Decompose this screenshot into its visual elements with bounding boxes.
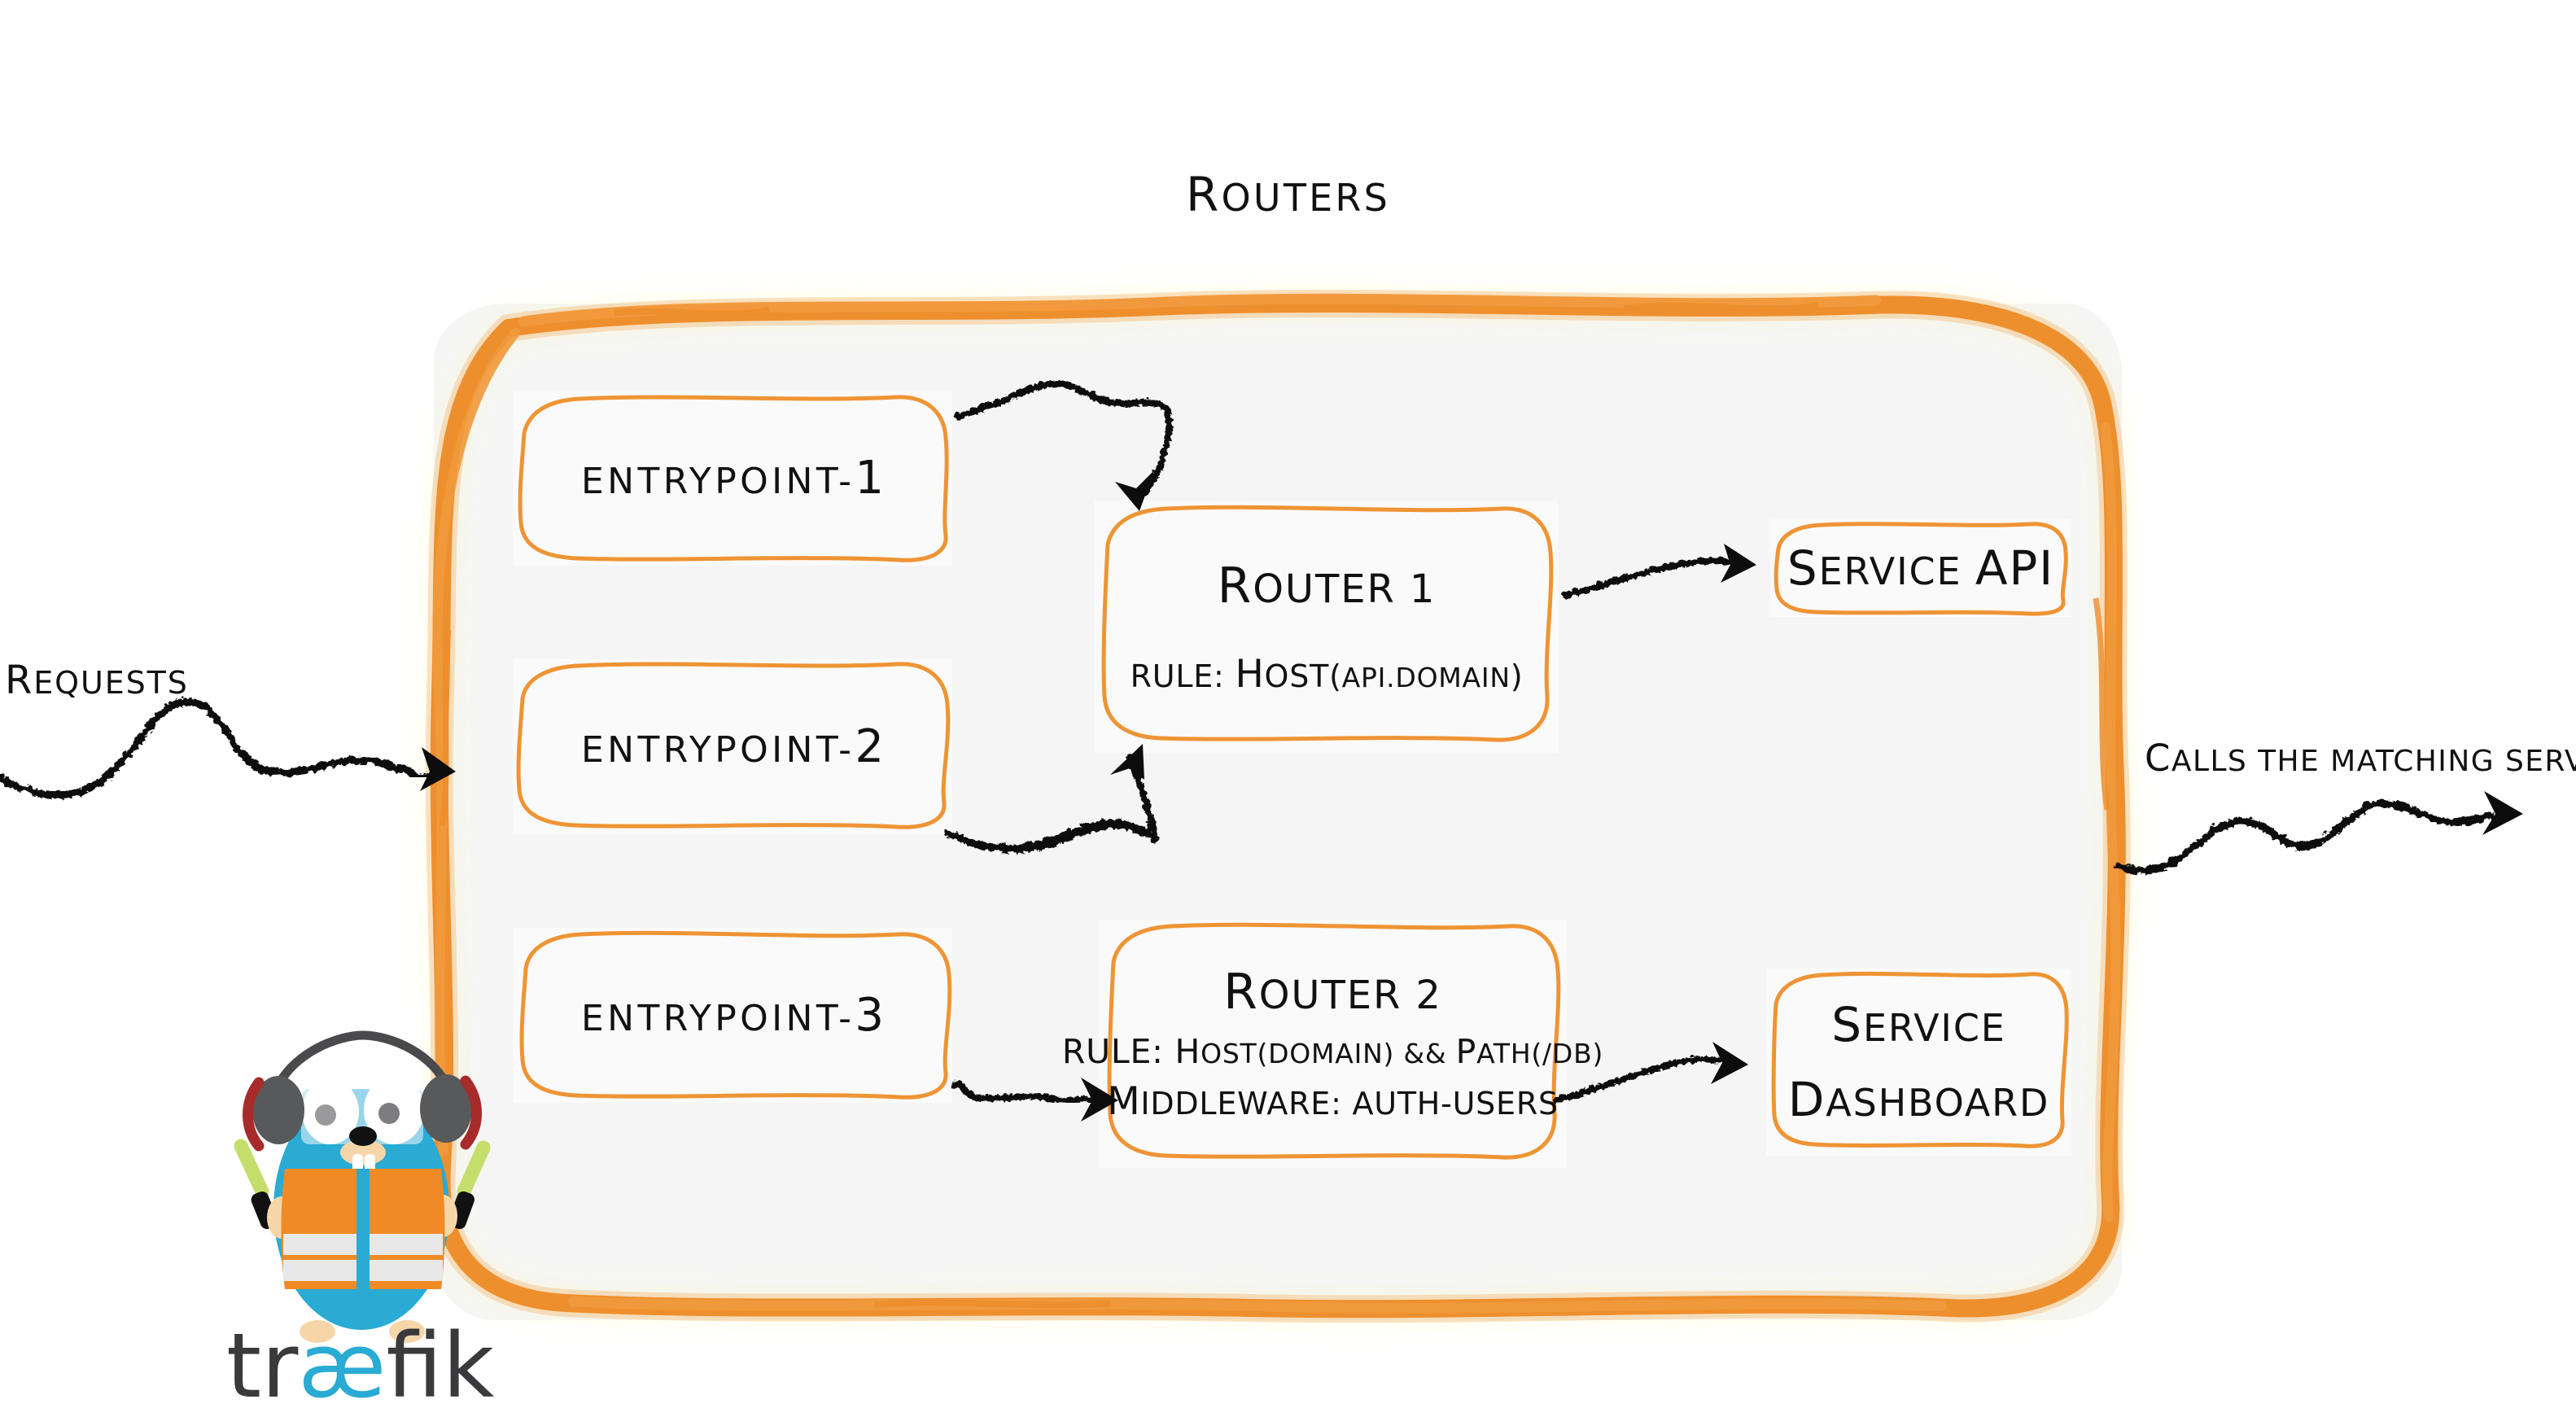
service-api-border <box>1773 522 2068 616</box>
traefik-logo: træfik <box>226 1030 495 1408</box>
requests-label: Requests <box>5 658 189 703</box>
marshalling-wand-right <box>457 1140 491 1199</box>
vest-opening <box>356 1169 370 1289</box>
entrypoint-3-border <box>519 930 952 1100</box>
page-title: Routers <box>0 167 2576 222</box>
headphone-cup-left <box>252 1076 304 1144</box>
wordmark-part-1: tr <box>226 1314 299 1408</box>
router-2-card[interactable]: Router 2 RULE: Host(domain) && Path(/db)… <box>1062 920 1603 1168</box>
page-title-initial: R <box>1185 167 1222 222</box>
safety-vest-right <box>370 1169 445 1289</box>
service-dashboard-card[interactable]: Service Dashboard <box>1766 969 2071 1156</box>
service-dashboard-border <box>1771 971 2069 1148</box>
router-1-border <box>1101 505 1554 742</box>
entrypoint-2-card[interactable]: entrypoint-2 <box>513 659 952 834</box>
calls-the-matching-server-label: Calls the matching server <box>2145 737 2576 780</box>
traefik-wordmark: træfik <box>226 1314 495 1408</box>
gopher-nose <box>349 1126 377 1146</box>
gopher-foot-right <box>389 1320 425 1343</box>
gopher-pupil-left <box>315 1104 336 1126</box>
gopher-foot-left <box>300 1320 335 1343</box>
entrypoint-3-card[interactable]: entrypoint-3 <box>513 928 952 1103</box>
headphone-cup-right <box>420 1074 472 1143</box>
arrow-requests-to-container <box>0 696 456 798</box>
entrypoint-2-border <box>516 662 951 829</box>
entrypoint-1-card[interactable]: entrypoint-1 <box>513 391 952 566</box>
headphone-accent-left <box>243 1077 265 1152</box>
headphone-band <box>269 1030 456 1100</box>
safety-vest-left <box>281 1169 356 1289</box>
marshalling-wand-left <box>234 1139 269 1199</box>
wordmark-ae: æ <box>298 1314 386 1408</box>
arrow-container-to-server <box>2112 791 2523 873</box>
gopher-pupil-right <box>378 1103 400 1124</box>
page-title-rest: outers <box>1221 176 1391 220</box>
service-api-card[interactable]: Service API <box>1770 519 2071 617</box>
headphone-accent-right <box>460 1075 482 1150</box>
router-2-border <box>1107 922 1561 1160</box>
wordmark-part-2: fik <box>386 1314 494 1408</box>
entrypoint-1-border <box>518 395 949 562</box>
router-1-card[interactable]: Router 1 rule: Host(api.domain) <box>1095 501 1559 753</box>
traefik-gopher-icon: træfik <box>226 1030 495 1408</box>
